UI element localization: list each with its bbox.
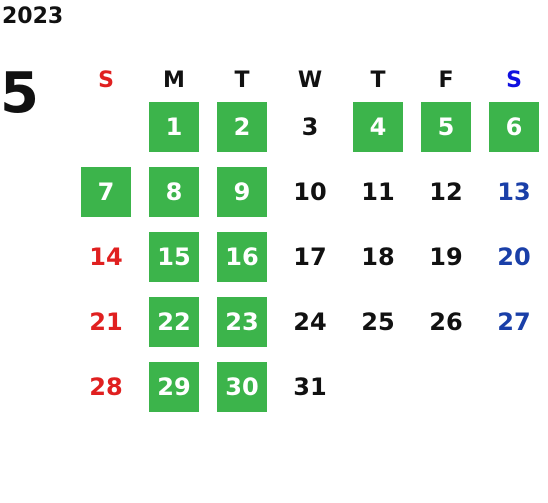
day-number: 20 <box>497 243 531 271</box>
highlighted-day: 22 <box>149 297 199 347</box>
day-cell: 28 <box>72 362 140 427</box>
weekday-label: S <box>506 68 522 93</box>
weekday-label: S <box>98 68 114 93</box>
day-cell: 18 <box>344 232 412 297</box>
day-cell: 26 <box>412 297 480 362</box>
weekday-header-cell: F <box>412 60 480 102</box>
day-cell: 19 <box>412 232 480 297</box>
highlighted-day: 23 <box>217 297 267 347</box>
day-number: 28 <box>89 373 123 401</box>
day-cell: 14 <box>72 232 140 297</box>
day-cell: 31 <box>276 362 344 427</box>
day-cell: 27 <box>480 297 548 362</box>
empty-day-cell <box>72 102 140 167</box>
highlighted-day: 29 <box>149 362 199 412</box>
day-cell: 17 <box>276 232 344 297</box>
day-cell: 22 <box>140 297 208 362</box>
week-row: 28 29 30 31 <box>72 362 548 427</box>
day-cell: 10 <box>276 167 344 232</box>
day-cell: 25 <box>344 297 412 362</box>
highlighted-day: 30 <box>217 362 267 412</box>
day-cell: 30 <box>208 362 276 427</box>
day-number: 10 <box>293 178 327 206</box>
day-cell: 5 <box>412 102 480 167</box>
empty-day-cell <box>344 362 412 427</box>
day-cell: 7 <box>72 167 140 232</box>
month-label: 5 <box>0 61 39 126</box>
empty-day-cell <box>412 362 480 427</box>
highlighted-day: 16 <box>217 232 267 282</box>
weekday-label: F <box>438 68 454 93</box>
week-row: 14 15 16 17 18 19 20 <box>72 232 548 297</box>
highlighted-day: 1 <box>149 102 199 152</box>
day-cell: 11 <box>344 167 412 232</box>
weekday-label: T <box>370 68 386 93</box>
day-cell: 15 <box>140 232 208 297</box>
weekday-header-cell: W <box>276 60 344 102</box>
day-cell: 21 <box>72 297 140 362</box>
day-cell: 23 <box>208 297 276 362</box>
day-number: 3 <box>301 113 319 141</box>
day-cell: 24 <box>276 297 344 362</box>
highlighted-day: 7 <box>81 167 131 217</box>
day-number: 24 <box>293 308 327 336</box>
week-row: 21 22 23 24 25 26 27 <box>72 297 548 362</box>
day-cell: 29 <box>140 362 208 427</box>
day-cell: 16 <box>208 232 276 297</box>
weekday-header-cell: S <box>480 60 548 102</box>
highlighted-day: 8 <box>149 167 199 217</box>
day-number: 13 <box>497 178 531 206</box>
day-number: 27 <box>497 308 531 336</box>
weekday-header-cell: M <box>140 60 208 102</box>
day-cell: 1 <box>140 102 208 167</box>
highlighted-day: 5 <box>421 102 471 152</box>
day-number: 18 <box>361 243 395 271</box>
highlighted-day: 6 <box>489 102 539 152</box>
weekday-label: W <box>297 68 323 93</box>
weekday-header-cell: T <box>344 60 412 102</box>
weekday-label: T <box>234 68 250 93</box>
highlighted-day: 4 <box>353 102 403 152</box>
day-cell: 12 <box>412 167 480 232</box>
day-cell: 2 <box>208 102 276 167</box>
day-cell: 9 <box>208 167 276 232</box>
day-cell: 13 <box>480 167 548 232</box>
weekday-header-cell: S <box>72 60 140 102</box>
day-number: 25 <box>361 308 395 336</box>
day-number: 14 <box>89 243 123 271</box>
day-number: 26 <box>429 308 463 336</box>
empty-day-cell <box>480 362 548 427</box>
highlighted-day: 9 <box>217 167 267 217</box>
day-cell: 8 <box>140 167 208 232</box>
day-cell: 20 <box>480 232 548 297</box>
day-number: 12 <box>429 178 463 206</box>
day-cell: 6 <box>480 102 548 167</box>
day-cell: 3 <box>276 102 344 167</box>
day-number: 17 <box>293 243 327 271</box>
highlighted-day: 15 <box>149 232 199 282</box>
day-number: 31 <box>293 373 327 401</box>
day-number: 11 <box>361 178 395 206</box>
highlighted-day: 2 <box>217 102 267 152</box>
day-number: 21 <box>89 308 123 336</box>
weekday-header-cell: T <box>208 60 276 102</box>
day-number: 19 <box>429 243 463 271</box>
weekday-label: M <box>163 68 185 93</box>
year-label: 2023 <box>2 4 64 29</box>
day-cell: 4 <box>344 102 412 167</box>
